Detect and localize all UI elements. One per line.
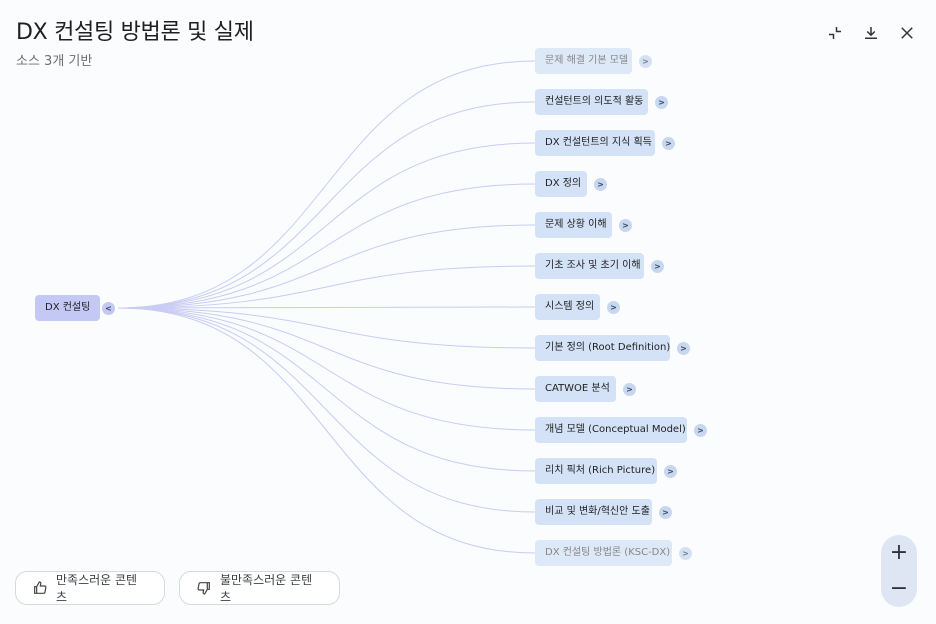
collapse-chevron-icon[interactable]: <	[102, 302, 115, 315]
thumbs-up-icon	[34, 581, 47, 594]
expand-chevron-icon[interactable]: >	[679, 547, 692, 560]
expand-chevron-icon[interactable]: >	[639, 55, 652, 68]
expand-chevron-icon[interactable]: >	[664, 465, 677, 478]
source-count: 소스 3개 기반	[16, 54, 93, 69]
expand-chevron-icon[interactable]: >	[594, 178, 607, 191]
mindmap-child-node[interactable]: DX 컨설턴트의 지식 획득	[535, 130, 655, 156]
mindmap-child-node[interactable]: 문제 해결 기본 모델	[535, 48, 632, 74]
expand-chevron-icon[interactable]: >	[651, 260, 664, 273]
mindmap-edge	[117, 307, 536, 431]
mindmap-edge	[117, 142, 536, 309]
download-icon[interactable]	[860, 22, 882, 44]
mindmap-child-node[interactable]: 기초 조사 및 초기 이해	[535, 253, 644, 279]
mindmap-child-node[interactable]: 컨설턴트의 의도적 활동	[535, 89, 648, 115]
expand-chevron-icon[interactable]: >	[662, 137, 675, 150]
mindmap-edge	[117, 224, 536, 309]
mindmap-child-node[interactable]: DX 정의	[535, 171, 587, 197]
thumbs-up-label: 만족스러운 콘텐츠	[55, 573, 138, 604]
mindmap-child-node[interactable]: DX 컨설팅 방법론 (KSC-DX)	[535, 540, 672, 566]
zoom-control: + −	[881, 535, 917, 607]
zoom-out-button[interactable]: −	[889, 576, 909, 601]
zoom-in-button[interactable]: +	[889, 540, 909, 565]
page-title: DX 컨설팅 방법론 및 실제	[16, 20, 254, 45]
mindmap-child-node[interactable]: CATWOE 분석	[535, 376, 616, 402]
expand-chevron-icon[interactable]: >	[619, 219, 632, 232]
mindmap-edge	[117, 101, 536, 309]
mindmap-child-node[interactable]: 개념 모델 (Conceptual Model)	[535, 417, 687, 443]
expand-chevron-icon[interactable]: >	[677, 342, 690, 355]
mindmap-child-node[interactable]: 비교 및 변화/혁신안 도출	[535, 499, 652, 525]
header-actions	[824, 22, 918, 44]
expand-chevron-icon[interactable]: >	[655, 96, 668, 109]
mindmap-child-node[interactable]: 기본 정의 (Root Definition)	[535, 335, 670, 361]
mindmap-root-node[interactable]: DX 컨설팅	[35, 295, 101, 321]
mindmap-edge	[117, 307, 536, 472]
mindmap-child-node[interactable]: 리치 픽처 (Rich Picture)	[535, 458, 657, 484]
mindmap-edge	[117, 307, 536, 513]
mindmap-edge	[117, 265, 536, 309]
mindmap-edge	[117, 183, 536, 309]
mindmap-edge	[117, 307, 536, 554]
thumbs-down-button[interactable]: 불만족스러운 콘텐츠	[179, 571, 340, 605]
thumbs-up-button[interactable]: 만족스러운 콘텐츠	[15, 571, 165, 605]
expand-chevron-icon[interactable]: >	[623, 383, 636, 396]
mindmap-edge	[117, 307, 536, 349]
thumbs-down-label: 불만족스러운 콘텐츠	[219, 573, 313, 604]
mindmap-child-node[interactable]: 문제 상황 이해	[535, 212, 612, 238]
expand-chevron-icon[interactable]: >	[659, 506, 672, 519]
expand-chevron-icon[interactable]: >	[694, 424, 707, 437]
mindmap-edge	[117, 306, 536, 309]
thumbs-down-icon	[197, 582, 210, 595]
collapse-icon[interactable]	[824, 22, 846, 44]
mindmap-child-node[interactable]: 시스템 정의	[535, 294, 600, 320]
expand-chevron-icon[interactable]: >	[607, 301, 620, 314]
mindmap-edge	[117, 60, 536, 309]
mindmap-edge	[117, 307, 536, 390]
close-icon[interactable]	[896, 22, 918, 44]
